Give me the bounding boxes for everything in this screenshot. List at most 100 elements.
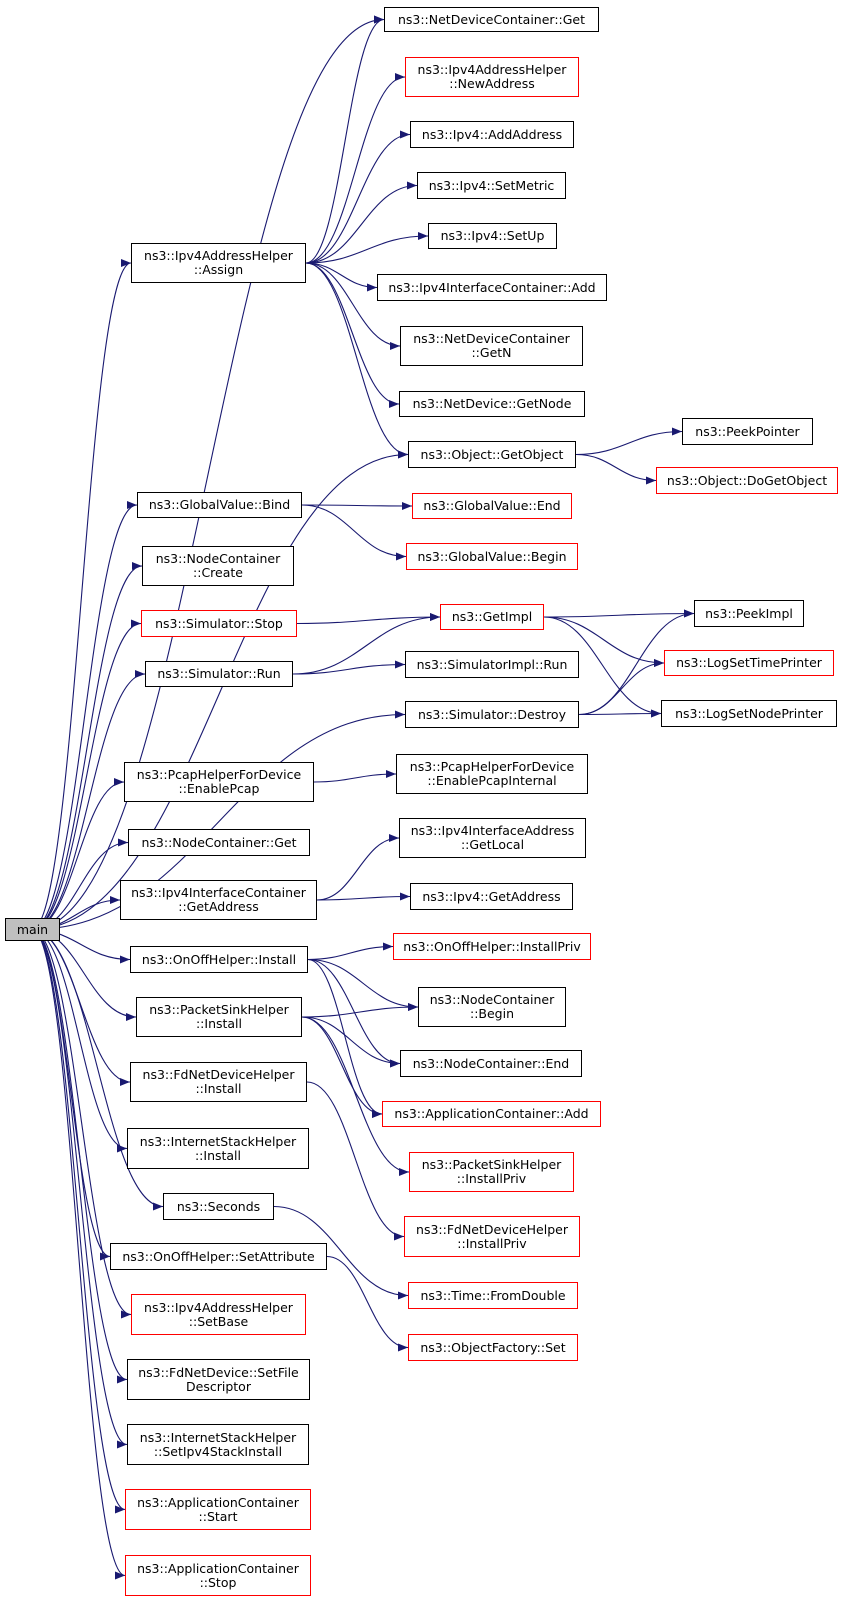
node-peekpointer[interactable]: ns3::PeekPointer — [682, 418, 813, 445]
edge-sim_run-to-simimpl_run — [292, 660, 406, 675]
node-ipv4interfaceaddress-getlocal[interactable]: ns3::Ipv4InterfaceAddress ::GetLocal — [399, 818, 586, 858]
edge-gv_bind-to-gv_begin — [301, 504, 407, 561]
edge-getimpl-to-logsetnodeprinter — [543, 616, 662, 718]
node-ipv4interfacecontainer-add[interactable]: ns3::Ipv4InterfaceContainer::Add — [377, 274, 607, 301]
edge-psh_install-to-psh_installpriv — [301, 1016, 410, 1176]
edge-sim_destroy-to-logsetnodeprinter — [578, 709, 662, 718]
edge-sim_run-to-getimpl — [292, 613, 441, 675]
edge-ipv4ah_assign-to-ipv4ic_add — [305, 262, 378, 292]
edge-onoff_install-to-appc_add — [307, 958, 383, 1118]
edge-ipv4ah_assign-to-object_getobject — [305, 262, 409, 459]
edge-seconds-to-time_fromdouble — [273, 1205, 409, 1300]
node-packetsinkhelper-installpriv[interactable]: ns3::PacketSinkHelper ::InstallPriv — [409, 1152, 574, 1192]
node-applicationcontainer-stop[interactable]: ns3::ApplicationContainer ::Stop — [125, 1555, 311, 1596]
edge-sim_destroy-to-logsettimeprinter — [578, 659, 665, 716]
node-globalvalue-end[interactable]: ns3::GlobalValue::End — [412, 493, 572, 519]
edge-main-to-sim_stop — [31, 619, 142, 931]
node-simulator-destroy[interactable]: ns3::Simulator::Destroy — [405, 701, 579, 728]
edge-main-to-seconds — [31, 928, 164, 1211]
edge-sim_stop-to-getimpl — [296, 613, 441, 625]
edge-object_getobject-to-object_dogetobject — [575, 453, 657, 485]
edge-ipv4ic_getaddress-to-ipv4_getaddress — [316, 892, 411, 901]
edge-ipv4ah_assign-to-ipv4ah_newaddress — [305, 73, 406, 264]
edge-main-to-sim_run — [31, 670, 146, 931]
edge-main-to-ish_setipv4stackinstall — [31, 928, 128, 1449]
node-simulator-stop[interactable]: ns3::Simulator::Stop — [141, 610, 297, 637]
edge-main-to-nc_get — [31, 838, 129, 931]
node-globalvalue-begin[interactable]: ns3::GlobalValue::Begin — [406, 543, 578, 570]
node-ipv4addresshelper-assign[interactable]: ns3::Ipv4AddressHelper ::Assign — [131, 243, 306, 283]
edge-psh_install-to-appc_add — [301, 1016, 383, 1118]
node-onoffhelper-install[interactable]: ns3::OnOffHelper::Install — [130, 946, 308, 973]
edge-psh_install-to-nc_end — [301, 1016, 401, 1068]
edge-main-to-appc_stop — [31, 928, 126, 1580]
edge-main-to-gv_bind — [31, 501, 138, 931]
edge-main-to-ish_install — [31, 928, 128, 1153]
edge-ipv4ah_assign-to-ndc_get — [305, 15, 385, 264]
edge-onoff_setattribute-to-objfactory_set — [326, 1255, 409, 1352]
node-onoffhelper-installpriv[interactable]: ns3::OnOffHelper::InstallPriv — [393, 933, 591, 960]
edge-main-to-ipv4ah_setbase — [31, 928, 132, 1319]
edge-main-to-psh_install — [31, 928, 137, 1021]
edge-ipv4ah_assign-to-ipv4_setmetric — [305, 181, 418, 264]
node-applicationcontainer-add[interactable]: ns3::ApplicationContainer::Add — [382, 1101, 601, 1127]
node-netdevicecontainer-get[interactable]: ns3::NetDeviceContainer::Get — [384, 7, 599, 32]
edge-fdndh_install-to-fdndh_installpriv — [306, 1081, 405, 1241]
edge-ipv4ic_getaddress-to-ipv4ia_getlocal — [316, 834, 400, 901]
node-object-dogetobject[interactable]: ns3::Object::DoGetObject — [656, 467, 838, 494]
node-internetstackhelper-setipv4stackinstall[interactable]: ns3::InternetStackHelper ::SetIpv4StackI… — [127, 1424, 309, 1465]
node-internetstackhelper-install[interactable]: ns3::InternetStackHelper ::Install — [127, 1128, 309, 1169]
node-ipv4-setup[interactable]: ns3::Ipv4::SetUp — [428, 223, 557, 249]
edge-psh_install-to-nc_begin — [301, 1003, 419, 1018]
edge-onoff_install-to-nc_begin — [307, 958, 419, 1011]
edge-onoff_install-to-nc_end — [307, 958, 401, 1068]
edge-phfd_enablepcap-to-phfd_enablepcapinternal — [313, 770, 397, 783]
node-pcaphelperfordevice-enablepcapinternal[interactable]: ns3::PcapHelperForDevice ::EnablePcapInt… — [396, 754, 588, 794]
node-object-getobject[interactable]: ns3::Object::GetObject — [408, 441, 576, 468]
node-pcaphelperfordevice-enablepcap[interactable]: ns3::PcapHelperForDevice ::EnablePcap — [124, 762, 314, 802]
node-ipv4addresshelper-setbase[interactable]: ns3::Ipv4AddressHelper ::SetBase — [131, 1294, 306, 1335]
node-nodecontainer-create[interactable]: ns3::NodeContainer ::Create — [142, 546, 294, 586]
edge-object_getobject-to-peekpointer — [575, 427, 683, 456]
node-ipv4addresshelper-newaddress[interactable]: ns3::Ipv4AddressHelper ::NewAddress — [405, 57, 579, 97]
edge-ipv4ah_assign-to-ipv4_setup — [305, 232, 429, 264]
edge-getimpl-to-logsettimeprinter — [543, 616, 665, 667]
node-nodecontainer-begin[interactable]: ns3::NodeContainer ::Begin — [418, 987, 566, 1027]
node-time-fromdouble[interactable]: ns3::Time::FromDouble — [408, 1282, 578, 1309]
edge-main-to-sim_destroy — [31, 710, 406, 931]
node-main: main — [5, 918, 60, 941]
node-seconds[interactable]: ns3::Seconds — [163, 1193, 274, 1220]
node-ipv4-setmetric[interactable]: ns3::Ipv4::SetMetric — [417, 172, 566, 199]
node-globalvalue-bind[interactable]: ns3::GlobalValue::Bind — [137, 492, 302, 518]
node-getimpl[interactable]: ns3::GetImpl — [440, 604, 544, 630]
node-ipv4interfacecontainer-getaddress[interactable]: ns3::Ipv4InterfaceContainer ::GetAddress — [120, 880, 317, 920]
node-peekimpl[interactable]: ns3::PeekImpl — [694, 600, 804, 627]
node-fdnetdevicehelper-installpriv[interactable]: ns3::FdNetDeviceHelper ::InstallPriv — [404, 1216, 580, 1257]
node-ipv4-getaddress[interactable]: ns3::Ipv4::GetAddress — [410, 883, 573, 910]
edge-main-to-appc_start — [31, 928, 126, 1514]
node-packetsinkhelper-install[interactable]: ns3::PacketSinkHelper ::Install — [136, 997, 302, 1037]
edge-main-to-nc_create — [31, 562, 143, 931]
node-ipv4-addaddress[interactable]: ns3::Ipv4::AddAddress — [410, 121, 574, 148]
node-fdnetdevicehelper-install[interactable]: ns3::FdNetDeviceHelper ::Install — [130, 1062, 307, 1102]
node-netdevicecontainer-getn[interactable]: ns3::NetDeviceContainer ::GetN — [400, 326, 583, 366]
edge-ipv4ah_assign-to-netdevice_getnode — [305, 262, 400, 408]
edge-main-to-ndc_get — [31, 15, 385, 931]
node-nodecontainer-get[interactable]: ns3::NodeContainer::Get — [128, 829, 310, 856]
node-simulatorimpl-run[interactable]: ns3::SimulatorImpl::Run — [405, 651, 579, 678]
node-logsetnodeprinter[interactable]: ns3::LogSetNodePrinter — [661, 700, 837, 727]
node-onoffhelper-setattribute[interactable]: ns3::OnOffHelper::SetAttribute — [110, 1243, 327, 1270]
node-fdnetdevice-setfiledescriptor[interactable]: ns3::FdNetDevice::SetFile Descriptor — [127, 1359, 310, 1400]
node-objectfactory-set[interactable]: ns3::ObjectFactory::Set — [408, 1334, 578, 1361]
node-netdevice-getnode[interactable]: ns3::NetDevice::GetNode — [399, 391, 585, 417]
edge-onoff_install-to-onoff_installpriv — [307, 942, 394, 961]
edge-main-to-fdnd_setfiledescriptor — [31, 928, 128, 1384]
node-simulator-run[interactable]: ns3::Simulator::Run — [145, 661, 293, 687]
node-applicationcontainer-start[interactable]: ns3::ApplicationContainer ::Start — [125, 1489, 311, 1530]
edge-main-to-object_getobject — [31, 450, 409, 931]
node-logsettimeprinter[interactable]: ns3::LogSetTimePrinter — [664, 650, 834, 676]
node-nodecontainer-end[interactable]: ns3::NodeContainer::End — [400, 1050, 582, 1077]
edge-gv_bind-to-gv_end — [301, 501, 413, 510]
edge-main-to-ipv4ah_assign — [31, 259, 132, 931]
